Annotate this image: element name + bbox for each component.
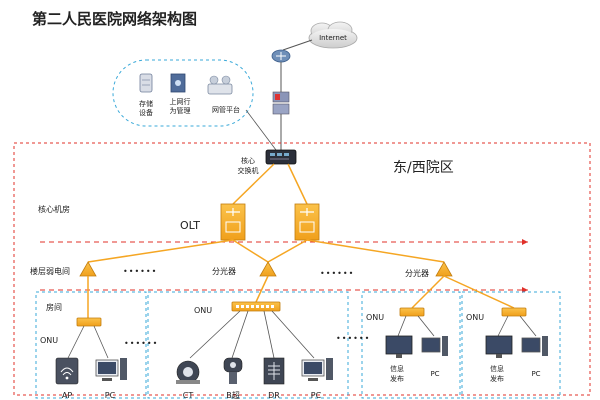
pc-icon-1: [95, 358, 127, 381]
onu-icon-2: [231, 301, 281, 312]
info-label-2b: 发布: [490, 374, 504, 383]
room-label: 房间: [46, 302, 62, 312]
pc-icon-2: [301, 358, 333, 381]
nms-icon: [207, 75, 233, 95]
core-switch-label-1: 核心: [241, 156, 255, 165]
ultrasound-icon: [223, 357, 243, 384]
ellipsis-3: ••••••: [124, 339, 158, 348]
nms-label: 网管平台: [212, 105, 240, 114]
pc-label-4: PC: [531, 370, 540, 378]
ct-label: CT: [183, 391, 194, 400]
floor-room-label: 楼层弱电间: [30, 266, 70, 276]
onu-label-4: ONU: [466, 313, 484, 322]
pc-label-3: PC: [430, 370, 439, 378]
campus-zone: [13, 142, 591, 396]
onu-label-3: ONU: [366, 313, 384, 322]
ct-scanner-icon: [176, 360, 200, 384]
behavior-label-2: 为管理: [170, 106, 191, 115]
room-zone-3: [361, 291, 461, 399]
pc-icon-4: [521, 336, 548, 356]
room-zone-1: [35, 291, 147, 399]
core-switch-label-2: 交换机: [238, 166, 259, 175]
info-label-1a: 信息: [390, 364, 404, 373]
storage-label-2: 设备: [139, 108, 153, 117]
splitter-icon-right: [435, 261, 453, 277]
pc-label-2: PC: [311, 391, 322, 400]
olt-device-icon: [220, 203, 246, 241]
onu-icon-1: [76, 317, 102, 327]
splitter-label-middle: 分光器: [212, 266, 236, 276]
info-display-icon-1: [385, 335, 413, 358]
router-icon: [271, 49, 291, 63]
info-label-1b: 发布: [390, 374, 404, 383]
dr-xray-icon: [263, 357, 285, 385]
ellipsis-2: ••••••: [320, 269, 354, 278]
core-switch-icon: [265, 149, 297, 165]
ap-label: AP: [62, 391, 72, 400]
pc-label-1: PC: [105, 391, 116, 400]
ellipsis-1: ••••••: [123, 267, 157, 276]
bultrasound-label: B超: [226, 390, 240, 400]
room-zone-2: [147, 291, 349, 399]
info-label-2a: 信息: [490, 364, 504, 373]
onu-label-2: ONU: [194, 306, 212, 315]
info-display-icon-2: [485, 335, 513, 358]
core-room-label: 核心机房: [38, 204, 70, 214]
storage-icon: [139, 73, 153, 93]
onu-label-1: ONU: [40, 336, 58, 345]
splitter-label-right: 分光器: [405, 268, 429, 278]
splitter-icon-left: [79, 261, 97, 277]
room-zone-4: [461, 291, 561, 399]
onu-icon-4: [501, 307, 527, 317]
onu-icon-3: [399, 307, 425, 317]
firewall-icon: [272, 91, 290, 115]
behavior-label-1: 上网行: [170, 97, 191, 106]
splitter-icon-middle: [259, 261, 277, 277]
internet-cloud-icon: [308, 21, 358, 49]
storage-label-1: 存储: [139, 99, 153, 108]
behavior-mgmt-icon: [170, 73, 186, 93]
ellipsis-4: ••••••: [336, 334, 370, 343]
management-zone: [112, 59, 254, 127]
olt-device-icon-2: [294, 203, 320, 241]
campus-label: 东/西院区: [393, 160, 454, 176]
diagram-title: 第二人民医院网络架构图: [32, 10, 197, 28]
olt-label: OLT: [180, 219, 200, 232]
pc-icon-3: [421, 336, 448, 356]
internet-label: Internet: [319, 34, 347, 42]
dr-label: DR: [268, 391, 280, 400]
ap-icon: [55, 357, 79, 385]
